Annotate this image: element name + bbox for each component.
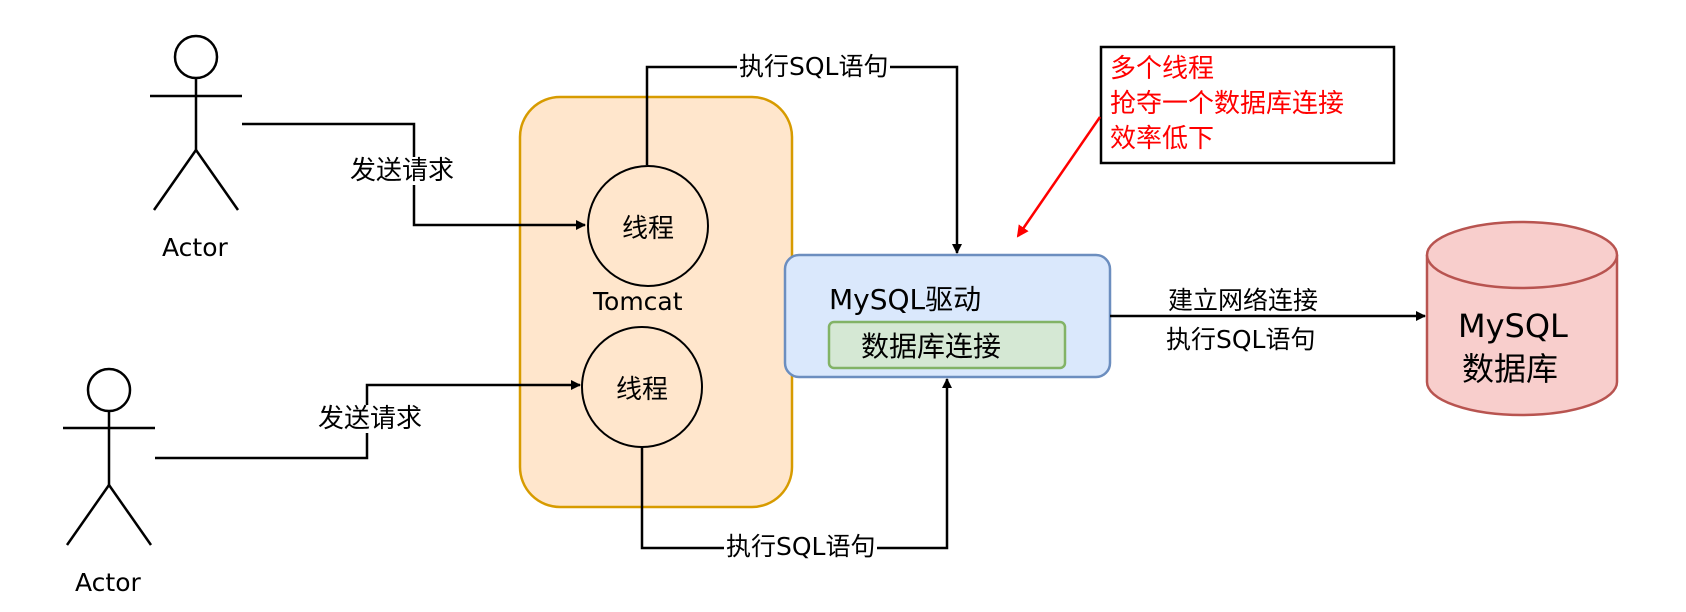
thread-node-bottom: 线程: [581, 326, 703, 448]
actor-label-bottom: Actor: [75, 568, 141, 597]
actor-figure-top: [150, 34, 242, 211]
database-cylinder: [1425, 220, 1619, 417]
db-connection-label: 数据库连接: [861, 330, 1002, 363]
driver-label: MySQL驱动: [829, 283, 982, 316]
database-label-line1: MySQL: [1458, 307, 1568, 345]
tomcat-label: Tomcat: [593, 287, 683, 316]
edge-label-sql-bottom: 执行SQL语句: [724, 532, 878, 561]
actor-label-top: Actor: [162, 233, 228, 262]
thread-label-bottom: 线程: [615, 374, 668, 405]
actor-figure-bottom: [63, 367, 155, 546]
note-arrow: [1016, 116, 1102, 238]
edge-label-sql-top: 执行SQL语句: [737, 52, 891, 81]
edge-label-request-top: 发送请求: [348, 156, 457, 186]
edge-label-network-2: 执行SQL语句: [1166, 325, 1316, 354]
note-line-1: 多个线程: [1110, 54, 1215, 84]
db-connection-box: [827, 320, 1067, 370]
thread-label-top: 线程: [621, 213, 674, 244]
database-label-line2: 数据库: [1462, 350, 1559, 388]
note-line-2: 抢夺一个数据库连接: [1110, 89, 1345, 119]
thread-node-top: 线程: [587, 165, 709, 287]
note-box: [1099, 45, 1396, 165]
note-line-3: 效率低下: [1110, 124, 1215, 154]
edge-label-network-1: 建立网络连接: [1166, 286, 1321, 315]
edge-label-request-bottom: 发送请求: [316, 404, 425, 434]
